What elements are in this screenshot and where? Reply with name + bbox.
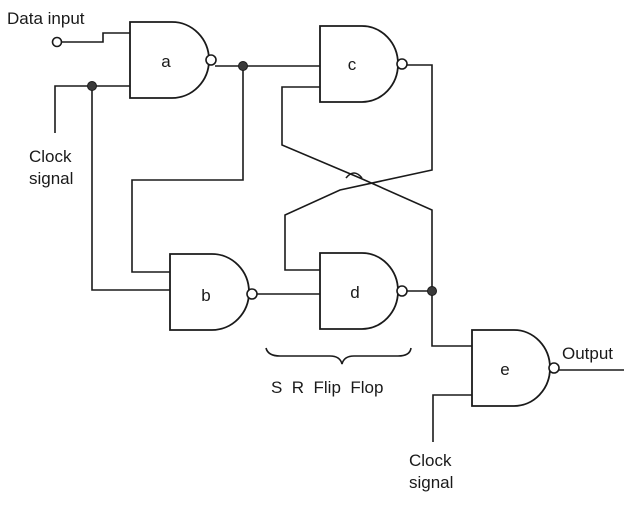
- gate-d-bubble: [396, 285, 408, 297]
- gate-e: [471, 329, 560, 407]
- gate-a-label: a: [161, 52, 171, 71]
- gate-b-label: b: [201, 286, 210, 305]
- gate-b-bubble: [246, 288, 258, 300]
- gate-d: [319, 252, 408, 330]
- junction-clock: [87, 81, 97, 91]
- wire-data-input: [61, 32, 130, 43]
- sr-flip-flop-brace: [265, 347, 412, 365]
- clock-signal-left-line1: Clock: [29, 147, 72, 166]
- data-input-label: Data input: [7, 9, 85, 28]
- wire-d-to-e: [431, 291, 472, 347]
- gate-c: [319, 25, 408, 103]
- gate-a: [129, 21, 217, 99]
- junction-a-output: [238, 61, 248, 71]
- gate-d-label: d: [350, 283, 359, 302]
- gate-c-bubble: [396, 58, 408, 70]
- gate-e-label: e: [500, 360, 509, 379]
- wires: [54, 32, 624, 442]
- output-label: Output: [562, 344, 613, 363]
- sr-flip-flop-label: S R Flip Flop: [271, 378, 383, 397]
- junction-d-output: [427, 286, 437, 296]
- clock-signal-left-line2: signal: [29, 169, 73, 188]
- wire-clock-to-a: [54, 85, 130, 133]
- clock-signal-bottom-line1: Clock: [409, 451, 452, 470]
- wire-clock-to-e: [432, 394, 472, 442]
- wire-clock-to-b: [91, 86, 170, 291]
- wire-a-to-b: [131, 66, 244, 273]
- gate-b: [169, 253, 258, 331]
- gate-a-bubble: [205, 54, 217, 66]
- wire-c-to-d: [284, 64, 433, 271]
- data-input-terminal: [51, 36, 63, 48]
- gate-e-bubble: [548, 362, 560, 374]
- clock-signal-bottom-line2: signal: [409, 473, 453, 492]
- gate-c-label: c: [348, 55, 357, 74]
- wire-crossover-hump: [345, 172, 363, 179]
